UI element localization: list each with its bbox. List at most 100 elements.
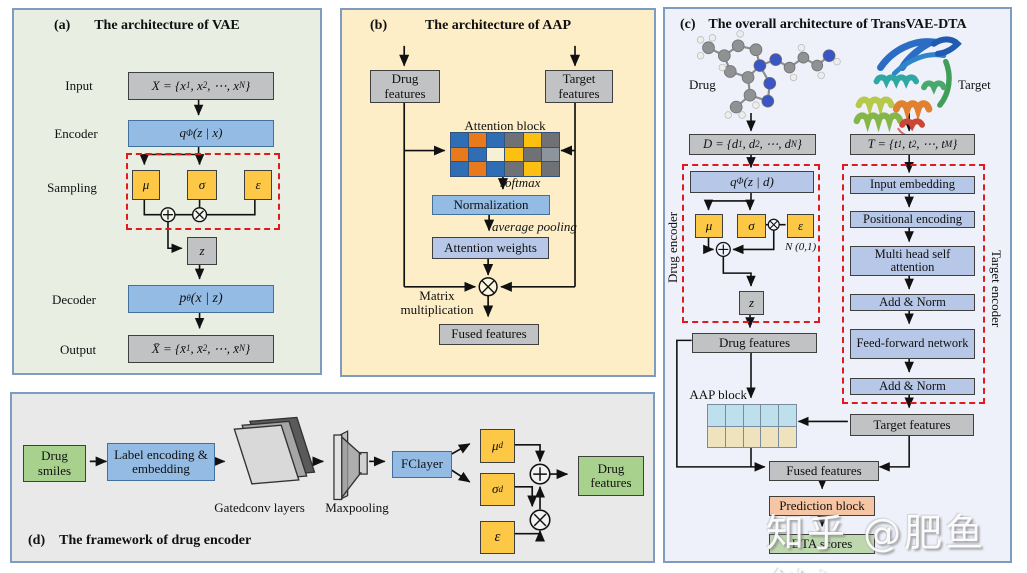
- vae-sampling-dashed-box: [126, 153, 280, 230]
- drug-z-box: z: [739, 291, 764, 315]
- drug-encoder-connectors: [89, 416, 569, 542]
- drug-features-box: Drug features: [692, 333, 817, 353]
- grid-cell: [523, 162, 541, 176]
- grid-cell: [779, 405, 796, 426]
- aap-target-features-box: Target features: [545, 70, 613, 103]
- row-label-output: Output: [59, 342, 97, 357]
- row-label-sampling: Sampling: [47, 180, 97, 195]
- maxpooling-label: Maxpooling: [325, 500, 389, 515]
- plus-operator: [160, 207, 176, 223]
- panel-c-tag: (c): [680, 17, 696, 32]
- grid-cell: [725, 426, 743, 447]
- grid-cell: [487, 162, 505, 176]
- overall-connectors: [676, 30, 962, 527]
- drug-sigma-box: σ: [737, 214, 766, 238]
- grid-cell: [505, 147, 523, 162]
- vae-mu-box: μ: [132, 170, 160, 200]
- grid-cell: [469, 133, 487, 147]
- panel-d-caption-text: The framework of drug encoder: [59, 533, 252, 548]
- drug-encoder-label: Drug encoder: [665, 211, 680, 283]
- grid-cell: [487, 147, 505, 162]
- grid-cell: [708, 426, 725, 447]
- grid-cell: [541, 133, 559, 147]
- grid-cell: [505, 133, 523, 147]
- vae-output-box: X̄ = {x̄1, x̄2, ⋯, x̄N}: [128, 335, 274, 363]
- drug-features-output-box: Drug features: [578, 456, 644, 496]
- normalization-box: Normalization: [432, 195, 550, 215]
- vae-epsilon-box: ε: [244, 170, 272, 200]
- plus-operator: [529, 463, 551, 485]
- panel-a-tag: (a): [54, 18, 71, 33]
- maxpooling-image: [333, 430, 368, 501]
- grid-cell: [451, 162, 469, 176]
- drug-smiles-box: Drug smiles: [23, 445, 86, 482]
- grid-cell: [523, 147, 541, 162]
- grid-cell: [541, 147, 559, 162]
- row-label-input: Input: [65, 78, 93, 93]
- gatedconv-layers-label: Gatedconv layers: [214, 500, 305, 515]
- aap-block-label: AAP block: [689, 387, 747, 402]
- grid-cell: [523, 133, 541, 147]
- drug-molecule-image: [696, 30, 841, 119]
- panel-b-tag: (b): [370, 18, 388, 33]
- target-protein-image: [853, 36, 962, 137]
- target-label: Target: [958, 77, 991, 92]
- aap-fused-features-box: Fused features: [439, 324, 539, 345]
- softmax-label: softmax: [500, 175, 541, 190]
- aap-drug-features-box: Drug features: [370, 70, 440, 103]
- drug-mu-box: μ: [695, 214, 723, 238]
- row-label-decoder: Decoder: [51, 292, 97, 307]
- matrix-multiplication-label: Matrix multiplication: [400, 288, 474, 317]
- panel-overall-architecture: (c) The overall architecture of TransVAE…: [663, 7, 1012, 563]
- grid-cell: [541, 162, 559, 176]
- panel-d-tag: (d): [28, 533, 46, 548]
- grid-cell: [505, 162, 523, 176]
- attention-grid: [450, 132, 560, 177]
- add-norm-box-2: Add & Norm: [850, 378, 975, 395]
- aap-connectors: [399, 45, 581, 318]
- panel-b-title: The architecture of AAP: [424, 18, 572, 33]
- grid-cell: [743, 426, 761, 447]
- panel-a-title: The architecture of VAE: [94, 18, 240, 33]
- multi-head-self-attention-box: Multi head self attention: [850, 246, 975, 276]
- grid-cell: [451, 147, 469, 162]
- panel-d-caption: (d) The framework of drug encoder: [28, 533, 251, 549]
- vae-sigma-box: σ: [187, 170, 217, 200]
- average-pooling-label: average pooling: [492, 219, 577, 234]
- times-operator: [767, 218, 780, 231]
- fused-features-box: Fused features: [769, 461, 879, 481]
- panel-vae-architecture: (a) The architecture of VAE Input Encode…: [12, 8, 322, 375]
- grid-cell: [487, 133, 505, 147]
- normal-distribution-label: N (0,1): [785, 241, 817, 253]
- attention-block-label: Attention block: [464, 118, 546, 133]
- attention-weights-box: Attention weights: [432, 237, 549, 259]
- target-encoder-label: Target encoder: [989, 250, 1004, 328]
- grid-cell: [469, 162, 487, 176]
- times-operator: [529, 509, 551, 531]
- grid-cell: [469, 147, 487, 162]
- label-encoding-box: Label encoding & embedding: [107, 443, 215, 481]
- grid-cell: [725, 405, 743, 426]
- feed-forward-network-box: Feed-forward network: [850, 329, 975, 359]
- input-embedding-box: Input embedding: [850, 176, 975, 194]
- epsilon-box: ε: [480, 521, 515, 554]
- vae-z-box: z: [187, 237, 217, 265]
- times-operator: [191, 207, 208, 223]
- drug-label: Drug: [689, 77, 716, 92]
- positional-encoding-box: Positional encoding: [850, 211, 975, 228]
- matrix-multiplication-operator: [478, 277, 498, 297]
- grid-cell: [743, 405, 761, 426]
- grid-cell: [779, 426, 796, 447]
- prediction-block-box: Prediction block: [769, 496, 875, 516]
- drug-epsilon-box: ε: [787, 214, 814, 238]
- row-label-encoder: Encoder: [54, 126, 98, 141]
- drug-encoder-dashed-box: [682, 164, 820, 323]
- grid-cell: [761, 405, 779, 426]
- panel-c-title: The overall architecture of TransVAE-DTA: [708, 17, 967, 32]
- grid-cell: [708, 405, 725, 426]
